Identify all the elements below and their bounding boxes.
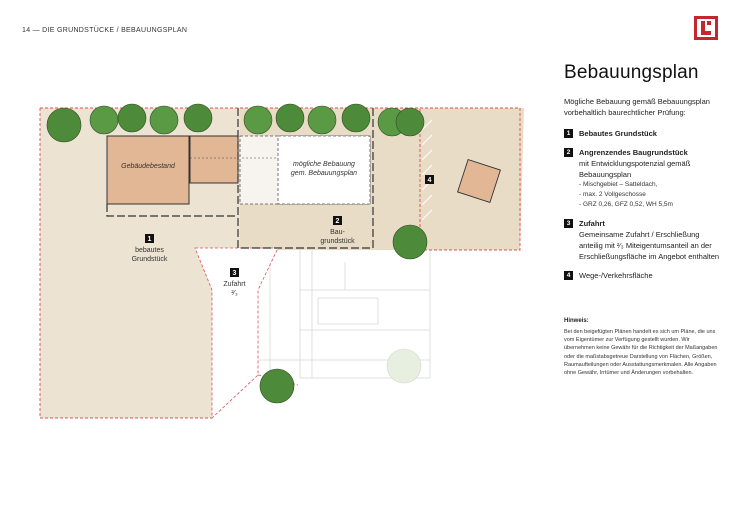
legend-item-2: 2 Angrenzendes Baugrundstück mit Entwick… (564, 147, 724, 210)
marker-1-num: 1 (148, 236, 152, 243)
disclaimer-title: Hinweis: (564, 318, 589, 324)
faint-tree (386, 348, 422, 384)
legend-title: Bebautes Grundstück (579, 129, 657, 138)
label-possible-building-2: gem. Bebauungsplan (291, 170, 357, 177)
label-m3-line1: Zufahrt (223, 281, 245, 288)
disclaimer-text: Bei den beigefügten Plänen handelt es si… (564, 329, 718, 377)
legend-sub: - Mischgebiet – Satteldach, (579, 181, 658, 188)
legend-item-1: 1 Bebautes Grundstück (564, 128, 724, 139)
neighbour-building (457, 159, 501, 203)
legend-title: Zufahrt (579, 219, 605, 228)
label-possible-building-1: mögliche Bebauung (293, 161, 355, 168)
legend-num: 4 (564, 271, 573, 280)
page-title: Bebauungsplan (564, 62, 699, 83)
label-m1-line1: bebautes (135, 247, 164, 254)
legend-item-4: 4 Wege-/Verkehrsfläche (564, 270, 724, 281)
marker-4-num: 4 (428, 177, 432, 184)
marker-3 (230, 268, 239, 277)
hatch-strip (421, 119, 433, 221)
brand-logo-icon (694, 16, 718, 40)
legend-sub: - max. 2 Vollgeschosse (579, 191, 646, 198)
legend-desc: Gemeinsame Zufahrt / Erschließung anteil… (579, 230, 720, 261)
label-m2-line2: grundstück (320, 238, 355, 245)
marker-3-num: 3 (233, 270, 237, 277)
label-m1-line2: Grundstück (132, 256, 168, 263)
marker-1 (145, 234, 154, 243)
marker-2 (333, 216, 342, 225)
disclaimer: Hinweis: Bei den beigefügten Plänen hand… (564, 318, 722, 377)
site-plan: Gebäudebestand mögliche Bebauung gem. Be… (39, 103, 524, 419)
label-m2-line1: Bau- (330, 229, 345, 236)
existing-annex (189, 135, 239, 184)
possible-building-core (277, 135, 371, 205)
intro-text: Mögliche Bebauung gemäß Bebauungsplan vo… (564, 97, 710, 117)
legend-num: 3 (564, 219, 573, 228)
marker-2-num: 2 (336, 218, 340, 225)
plot-built (40, 108, 240, 418)
legend-num: 2 (564, 148, 573, 157)
trees (46, 103, 428, 404)
legend-item-3: 3 Zufahrt Gemeinsame Zufahrt / Erschließ… (564, 218, 724, 262)
legend-desc: Wege-/Verkehrsfläche (579, 271, 653, 280)
page-header: 14 — DIE GRUNDSTÜCKE / BEBAUUNGSPLAN (22, 27, 188, 34)
legend-panel: Bebauungsplan Mögliche Bebauung gemäß Be… (564, 62, 724, 289)
label-m3-line2: ²⁄₃ (231, 290, 238, 297)
legend-title: Angrenzendes Baugrundstück (579, 148, 688, 157)
legend-sub: - GRZ 0,26, GFZ 0,52, WH 5,5m (579, 201, 673, 208)
legend-num: 1 (564, 129, 573, 138)
label-existing-building: Gebäudebestand (121, 163, 176, 170)
marker-4 (425, 175, 434, 184)
existing-building (106, 135, 190, 205)
legend-desc: mit Entwicklungspotenzial gemäß Bebauung… (579, 159, 691, 179)
